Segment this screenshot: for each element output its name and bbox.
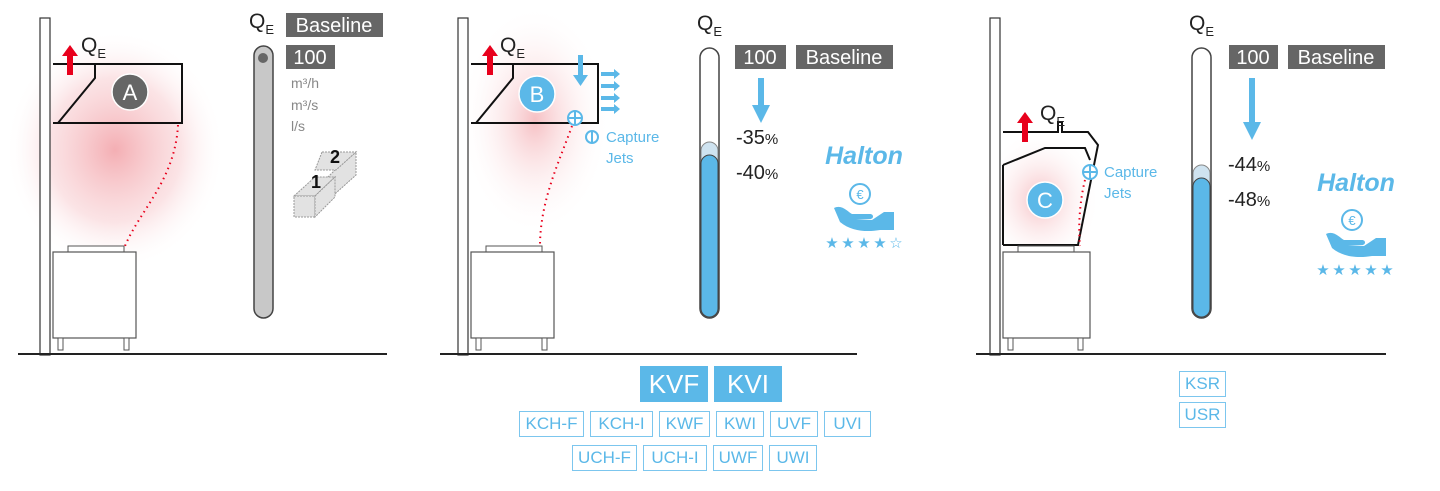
svg-text:QE: QE: [500, 34, 525, 61]
savings-hand-icon: €: [1326, 209, 1386, 258]
svg-text:Capture: Capture: [1104, 164, 1157, 181]
baseline-label: Baseline: [1298, 47, 1375, 69]
svg-text:€: €: [856, 187, 864, 202]
exhaust-arrow-icon: [482, 45, 498, 75]
module-boxes-icon: [292, 150, 358, 219]
star-filled-icon: ★: [857, 235, 870, 252]
svg-text:Capture: Capture: [606, 129, 659, 146]
model-tag: KSR: [1179, 371, 1226, 397]
model-tag: UWF: [713, 445, 763, 471]
star-filled-icon: ★: [1364, 262, 1377, 279]
reduction-arrow-icon: [752, 78, 770, 123]
exhaust-arrow-icon: [62, 45, 78, 75]
star-filled-icon: ★: [841, 235, 854, 252]
svg-text:QE: QE: [81, 34, 106, 61]
airflow-tube: [253, 45, 274, 319]
panel-b: QE B Capture Jets QE 100 Baseline -35% -…: [440, 5, 903, 356]
appliance: [470, 251, 555, 339]
model-tag: KWF: [659, 411, 710, 437]
unit: l/s: [291, 118, 305, 134]
unit: m³/h: [291, 75, 319, 91]
heat-plume: [5, 30, 225, 270]
svg-text:QE: QE: [697, 12, 722, 39]
wall: [457, 17, 469, 356]
capture-jet-icon: [567, 110, 583, 126]
star-filled-icon: ★: [825, 235, 838, 252]
svg-text:QE: QE: [1189, 12, 1214, 39]
capture-jet-icon: [585, 130, 599, 144]
model-tag: USR: [1179, 402, 1226, 428]
model-tag-primary: KVF: [640, 366, 708, 402]
model-tag: UWI: [769, 445, 817, 471]
svg-text:€: €: [1348, 213, 1356, 228]
appliance-top: [67, 245, 125, 253]
svg-text:-40%: -40%: [736, 162, 778, 184]
capture-boundary: [124, 124, 179, 247]
model-tag: UVF: [770, 411, 818, 437]
svg-text:2: 2: [330, 147, 340, 167]
rating-stars: ★★★★★: [1316, 262, 1393, 279]
star-empty-icon: ☆: [889, 235, 902, 252]
model-tag: UCH-I: [643, 445, 707, 471]
hood-a-badge: [111, 73, 149, 111]
panel-a: QE A QE Baseline 100 m³/h m³/s l/s 1 2: [5, 10, 387, 356]
hood-c-label: C: [1037, 188, 1053, 213]
baseline-value: 100: [743, 47, 776, 69]
star-filled-icon: ★: [873, 235, 886, 252]
star-filled-icon: ★: [1316, 262, 1329, 279]
svg-text:-44%: -44%: [1228, 154, 1270, 176]
model-tag: UCH-F: [572, 445, 637, 471]
hood-b-badge: [518, 75, 556, 113]
svg-text:1: 1: [311, 172, 321, 192]
discharge-arrows-icon: [601, 69, 620, 114]
baseline-value: 100: [293, 47, 326, 69]
hood-c: [1003, 121, 1100, 246]
panel-c: QE C Capture Jets QE 100 Baseline -44% -…: [976, 12, 1395, 356]
wall: [39, 17, 51, 356]
rating-stars: ★★★★☆: [825, 235, 902, 252]
supply-arrow-icon: [573, 55, 588, 86]
reduction-arrow-icon: [1243, 78, 1261, 140]
savings-hand-icon: €: [834, 183, 894, 232]
model-tag: KWI: [716, 411, 764, 437]
star-filled-icon: ★: [1348, 262, 1361, 279]
hood-c-badge: [1026, 181, 1064, 219]
model-tag-primary: KVI: [714, 366, 782, 402]
baseline-label: Baseline: [296, 15, 373, 37]
baseline-value: 100: [1236, 47, 1269, 69]
baseline-label: Baseline: [806, 47, 883, 69]
capture-boundary: [1078, 179, 1086, 247]
halton-logo: Halton: [825, 142, 903, 170]
svg-text:Jets: Jets: [606, 150, 634, 167]
svg-text:Jets: Jets: [1104, 185, 1132, 202]
hood-b: [471, 63, 599, 124]
capture-jet-icon: [1082, 164, 1098, 180]
model-tag: UVI: [824, 411, 871, 437]
svg-text:-35%: -35%: [736, 127, 778, 149]
airflow-tube: [1191, 47, 1212, 319]
airflow-tube: [699, 47, 720, 319]
hood-a-label: A: [123, 80, 138, 105]
unit: m³/s: [291, 97, 318, 113]
star-filled-icon: ★: [1380, 262, 1393, 279]
svg-text:QE: QE: [1040, 102, 1065, 129]
heat-plume: [460, 5, 610, 235]
hood-a: [53, 63, 183, 124]
svg-text:-48%: -48%: [1228, 189, 1270, 211]
wall: [989, 17, 1001, 356]
hood-b-label: B: [530, 82, 545, 107]
model-tag: KCH-I: [590, 411, 653, 437]
halton-logo: Halton: [1317, 169, 1395, 197]
svg-text:QE: QE: [249, 10, 274, 37]
appliance: [1002, 251, 1091, 339]
appliance: [52, 251, 137, 339]
model-tag: KCH-F: [519, 411, 584, 437]
hood-a-filter: [57, 64, 96, 124]
exhaust-arrow-icon: [1017, 112, 1033, 142]
star-filled-icon: ★: [1332, 262, 1345, 279]
